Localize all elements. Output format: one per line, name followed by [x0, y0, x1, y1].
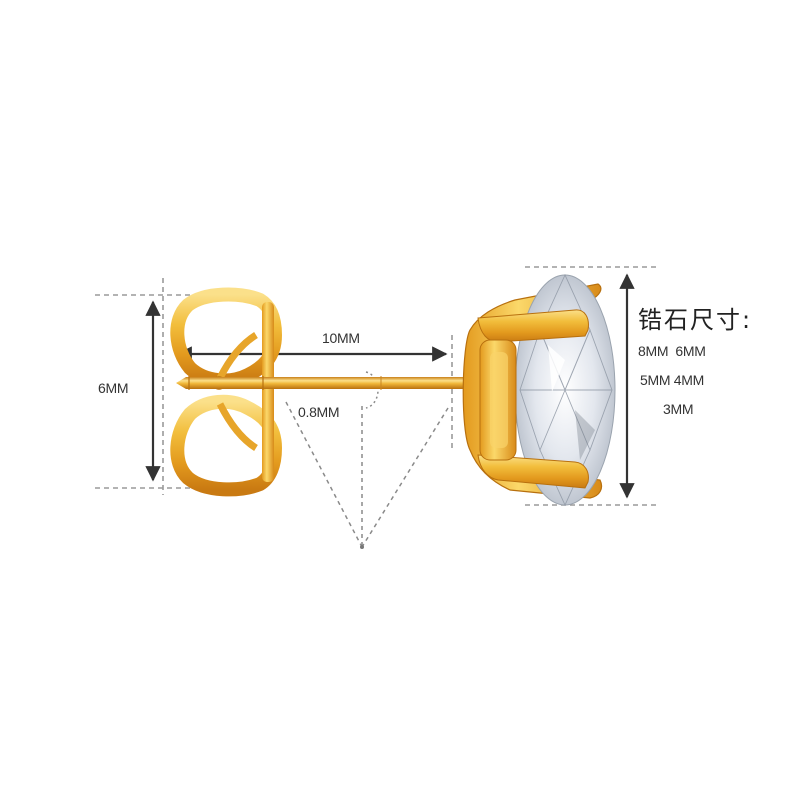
guide-lines-left — [95, 278, 245, 495]
pin-diameter-label: 0.8MM — [298, 404, 340, 420]
earring-pin — [176, 376, 470, 390]
height-label-left: 6MM — [98, 380, 129, 396]
stone-size-row-3: 3MM — [663, 401, 694, 417]
pin-diameter-guide — [285, 371, 449, 548]
stone-size-row-2: 5MM 4MM — [640, 372, 705, 388]
butterfly-back — [170, 287, 283, 497]
stone-size-row-1: 8MM 6MM — [638, 343, 706, 359]
guide-lines-right — [451, 266, 660, 506]
prong-setting — [462, 273, 616, 507]
stone-size-title: 锆石尺寸: — [638, 306, 753, 334]
pin-length-label: 10MM — [322, 330, 360, 346]
